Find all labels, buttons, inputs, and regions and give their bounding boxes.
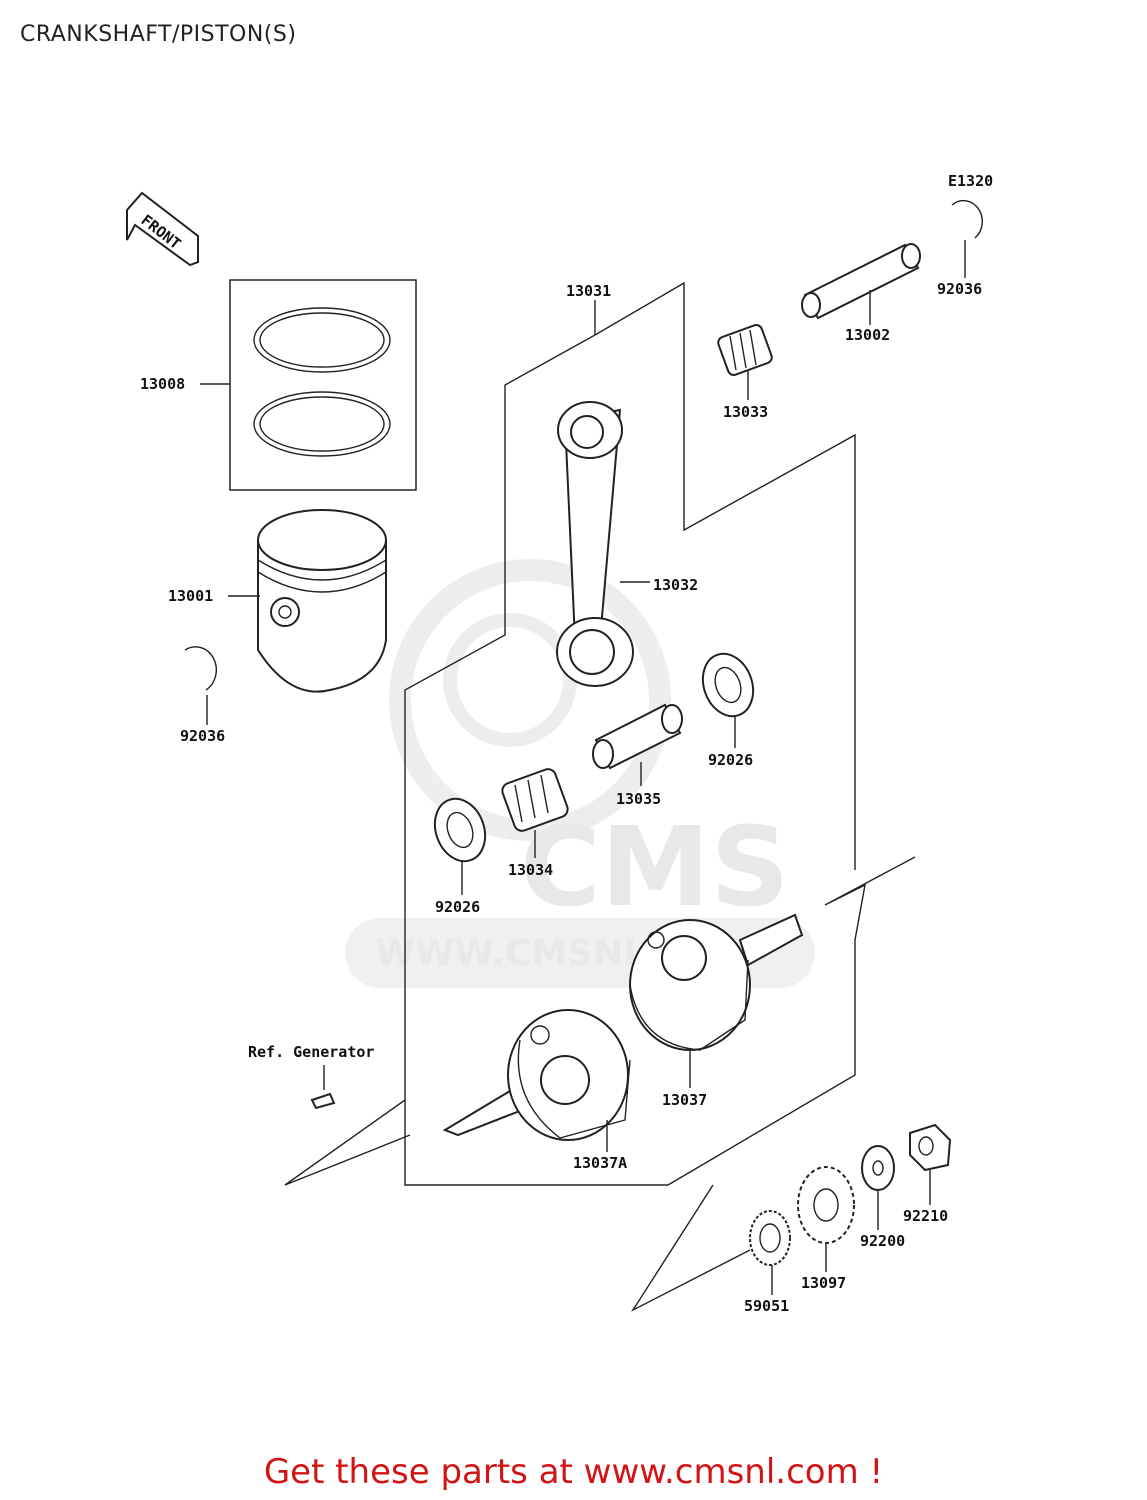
small-end-bearing <box>717 324 773 376</box>
label-92036-left: 92036 <box>180 727 225 745</box>
piston <box>257 509 387 693</box>
label-92026-left: 92026 <box>435 898 480 916</box>
crank-gear <box>797 1166 855 1244</box>
label-92200: 92200 <box>860 1232 905 1250</box>
washer-right <box>701 652 755 718</box>
label-13097: 13097 <box>801 1274 846 1292</box>
crankshaft-right <box>629 913 804 1051</box>
conrod-kit-outline <box>594 281 856 870</box>
label-13035: 13035 <box>616 790 661 808</box>
leader-lines <box>200 240 966 1295</box>
label-13037: 13037 <box>662 1091 707 1109</box>
crankshaft-kit-outline <box>404 334 856 1186</box>
big-end-bearing <box>501 768 569 832</box>
label-13037a: 13037A <box>573 1154 627 1172</box>
ref-generator-label: Ref. Generator <box>248 1043 374 1061</box>
label-92026-right: 92026 <box>708 751 753 769</box>
gear-nut <box>909 1123 952 1172</box>
gear-washer <box>861 1145 895 1191</box>
label-13034: 13034 <box>508 861 553 879</box>
label-59051: 59051 <box>744 1297 789 1315</box>
piston-pin <box>801 243 921 320</box>
label-13008: 13008 <box>140 375 185 393</box>
circlip-left <box>184 646 218 691</box>
watermark-logo-text: CMS <box>520 803 789 931</box>
washer-left <box>433 797 487 863</box>
parts-diagram: CMS WWW.CMSNL.COM E1320 FRONT <box>126 172 993 1315</box>
label-13001: 13001 <box>168 587 213 605</box>
circlip-top <box>951 199 983 239</box>
label-13032: 13032 <box>653 576 698 594</box>
gear-bearing <box>749 1210 791 1266</box>
diagram-code: E1320 <box>948 172 993 190</box>
label-92036-top: 92036 <box>937 280 982 298</box>
break-line-right <box>824 856 916 941</box>
label-13031: 13031 <box>566 282 611 300</box>
label-13002: 13002 <box>845 326 890 344</box>
crankshaft-left <box>442 1009 631 1141</box>
woodruff-key <box>310 1065 336 1110</box>
promo-link[interactable]: Get these parts at www.cmsnl.com ! <box>263 1452 884 1492</box>
front-arrow-icon: FRONT <box>126 191 199 267</box>
page-title: CRANKSHAFT/PISTON(S) <box>20 22 297 47</box>
break-line-bottom <box>631 1184 751 1312</box>
label-92210: 92210 <box>903 1207 948 1225</box>
crank-pin <box>592 703 683 770</box>
break-line-left <box>284 1099 411 1186</box>
label-13033: 13033 <box>723 403 768 421</box>
piston-rings <box>229 279 417 491</box>
connecting-rod <box>556 401 634 687</box>
